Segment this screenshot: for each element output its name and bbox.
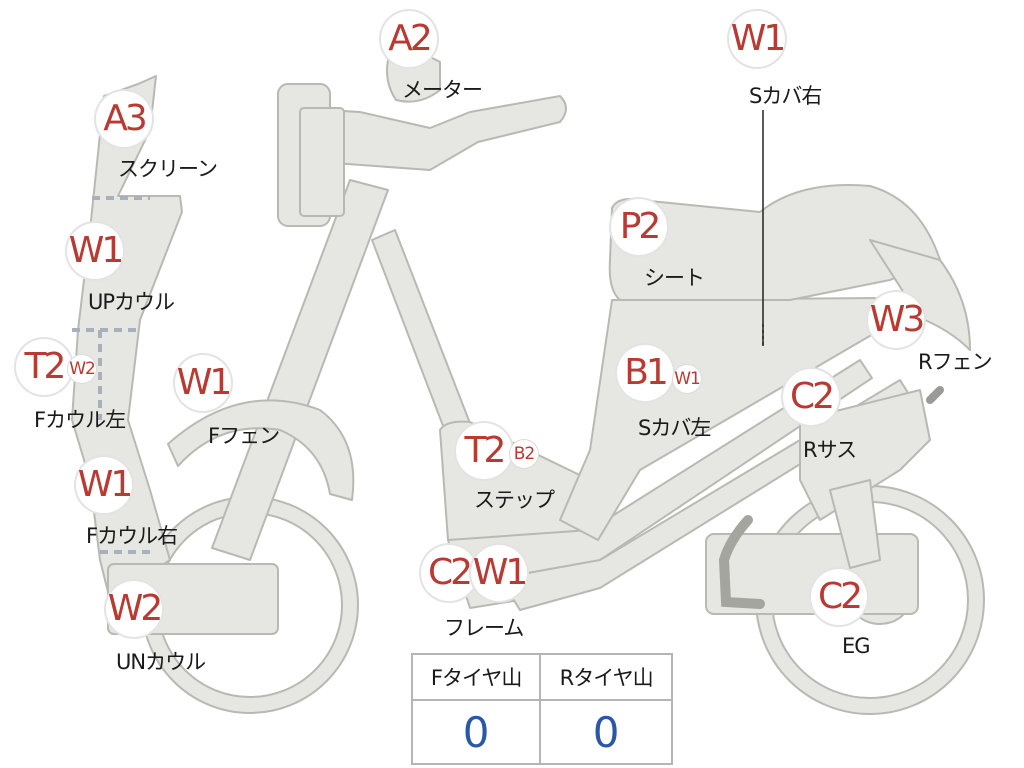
s-cover-left-badge-2: W1	[673, 365, 701, 393]
up-cowl-badge: W1	[67, 223, 124, 279]
rear-tire-header: Rタイヤ山	[539, 653, 673, 701]
r-fender-badge: W3	[868, 292, 925, 348]
main-frame	[447, 359, 873, 609]
screen-label: スクリーン	[118, 157, 218, 181]
f-cowl-right-label: Fカウル右	[86, 524, 178, 548]
r-sus-label: Rサス	[803, 438, 857, 462]
frame-badge: C2	[421, 545, 477, 601]
f-fender-badge: W1	[175, 355, 232, 411]
seat-label: シート	[644, 266, 705, 290]
f-cowl-left-badge: T2	[16, 339, 72, 395]
rear-suspension	[799, 389, 931, 521]
f-fender-label: Fフェン	[208, 424, 280, 448]
r-fender-label: Rフェン	[918, 350, 993, 374]
screen-badge: A3	[96, 91, 152, 147]
step-label: ステップ	[474, 488, 555, 512]
front-fender	[167, 399, 355, 501]
r-sus-badge: C2	[783, 369, 839, 425]
frame-label: フレーム	[444, 616, 524, 640]
seat-badge: P2	[611, 199, 667, 255]
meter-badge: A2	[381, 11, 437, 67]
front-tire-value: 0	[410, 699, 542, 765]
s-cover-right-label: Sカバ右	[749, 84, 822, 108]
meter-label: メーター	[402, 78, 483, 102]
un-cowl-label: UNカウル	[116, 650, 206, 674]
exhaust-pipe	[718, 515, 765, 609]
s-cover-left-label: Sカバ左	[638, 416, 711, 440]
f-cowl-right-badge: W1	[76, 457, 133, 513]
f-cowl-left-badge-2: W2	[68, 355, 96, 383]
s-cover-right-badge: W1	[729, 11, 786, 67]
tire-tread-table: Fタイヤ山 Rタイヤ山 0 0	[410, 653, 673, 765]
front-tire-header: Fタイヤ山	[410, 653, 542, 701]
s-cover-left-badge: B1	[617, 345, 673, 401]
up-cowl-label: UPカウル	[88, 290, 175, 314]
step-badge: T2	[456, 423, 512, 479]
rear-fender	[869, 239, 971, 351]
eg-label: EG	[842, 634, 871, 658]
frame-badge-2: W1	[471, 545, 528, 601]
rear-tire-value: 0	[539, 699, 673, 765]
step-badge-2: B2	[510, 440, 538, 468]
un-cowl-badge: W2	[106, 581, 163, 637]
f-cowl-left-label: Fカウル左	[34, 408, 126, 432]
steering-tube	[211, 179, 389, 561]
eg-badge: C2	[811, 569, 867, 625]
